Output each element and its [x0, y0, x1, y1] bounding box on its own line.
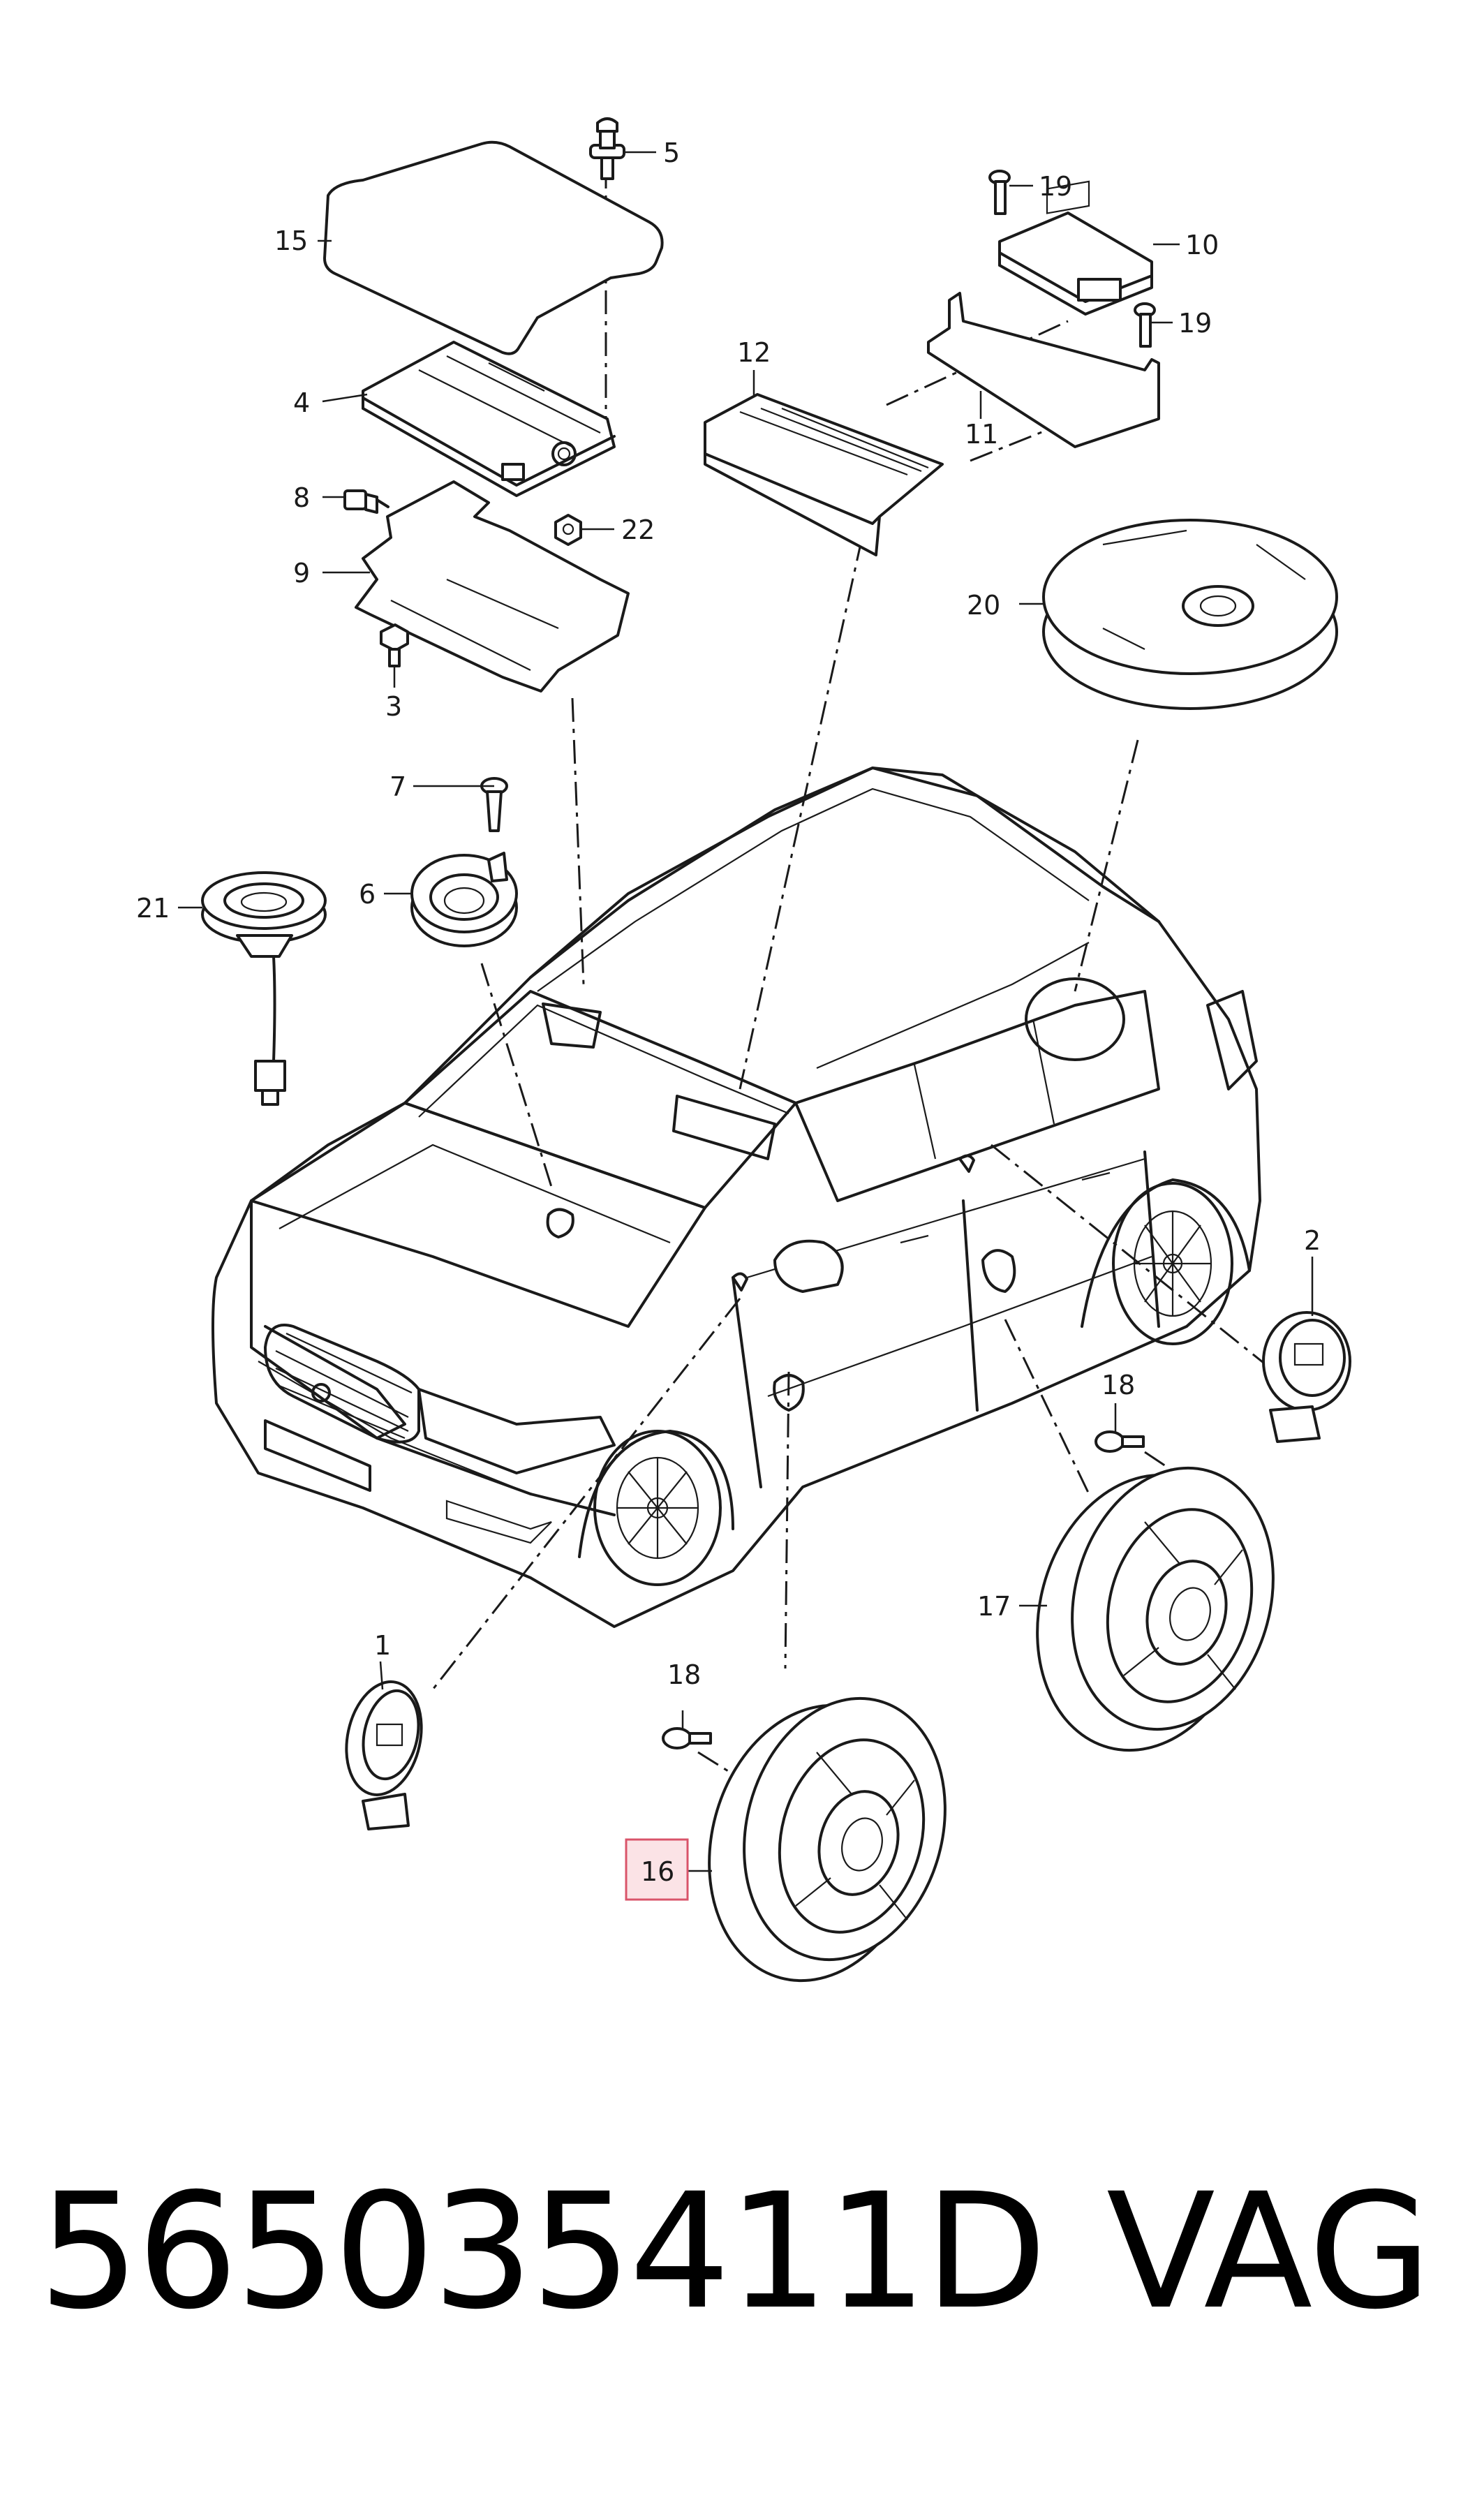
callout-16-highlight [625, 1838, 689, 1901]
callout-2[interactable]: 2 [1304, 1225, 1321, 1256]
part-number: 565035411D [38, 2159, 1047, 2344]
part-1-tweeter[interactable] [336, 1675, 431, 1830]
part-8-bolt[interactable] [343, 489, 389, 514]
callout-11[interactable]: 11 [965, 419, 998, 450]
part-4-amplifier[interactable] [362, 341, 616, 497]
part-19-screw-right[interactable] [1134, 302, 1156, 348]
callout-22[interactable]: 22 [621, 515, 655, 545]
callout-4[interactable]: 4 [293, 387, 310, 418]
part-10-control-unit[interactable] [998, 212, 1153, 316]
callout-19-right[interactable]: 19 [1178, 308, 1212, 339]
part-11-mounting-plate[interactable] [927, 180, 1160, 448]
part-20-subwoofer[interactable] [1042, 519, 1338, 710]
vehicle-outline [212, 767, 1261, 1628]
part-18-screw-left[interactable] [662, 1727, 712, 1749]
callout-10[interactable]: 10 [1185, 230, 1219, 260]
callout-18-right[interactable]: 18 [1101, 1370, 1135, 1400]
brand-label: VAG [1106, 2159, 1432, 2344]
callout-3[interactable]: 3 [385, 691, 402, 722]
callout-9[interactable]: 9 [293, 558, 310, 589]
callout-18-left[interactable]: 18 [667, 1659, 701, 1690]
callout-numbers: 15 5 4 8 9 3 22 19 10 19 11 12 20 7 6 21… [136, 138, 1321, 1887]
callout-19-top[interactable]: 19 [1039, 171, 1072, 202]
callout-8[interactable]: 8 [293, 482, 310, 513]
part-5-clip[interactable] [589, 117, 625, 180]
part-19-screw-top[interactable] [988, 170, 1011, 215]
callout-21[interactable]: 21 [136, 893, 170, 924]
callout-7[interactable]: 7 [389, 771, 406, 802]
vehicle-position-markers [542, 977, 1125, 1412]
part-15-cover[interactable] [323, 140, 664, 355]
callout-17[interactable]: 17 [977, 1591, 1011, 1622]
part-9-bracket[interactable] [355, 480, 630, 693]
callout-12[interactable]: 12 [737, 337, 771, 368]
leader-lines [178, 151, 1314, 1872]
callout-16[interactable]: 16 [641, 1856, 674, 1887]
part-22-nut[interactable] [554, 514, 582, 546]
part-2-tweeter[interactable] [1262, 1311, 1351, 1443]
part-12-processor[interactable] [704, 393, 944, 556]
part-16-front-speaker[interactable] [679, 1675, 973, 2005]
part-3-bolt[interactable] [380, 623, 409, 667]
callout-15[interactable]: 15 [274, 225, 308, 256]
callout-5[interactable]: 5 [663, 138, 680, 168]
footer: 565035411D VAG [28, 2136, 1459, 2367]
part-17-rear-speaker[interactable] [1007, 1445, 1301, 1775]
callout-20[interactable]: 20 [967, 590, 1000, 621]
part-21-speaker[interactable] [201, 871, 327, 1106]
callout-1[interactable]: 1 [374, 1630, 391, 1661]
part-6-tweeter[interactable] [410, 852, 518, 947]
callout-6[interactable]: 6 [359, 879, 376, 910]
part-18-screw-right[interactable] [1095, 1430, 1145, 1453]
